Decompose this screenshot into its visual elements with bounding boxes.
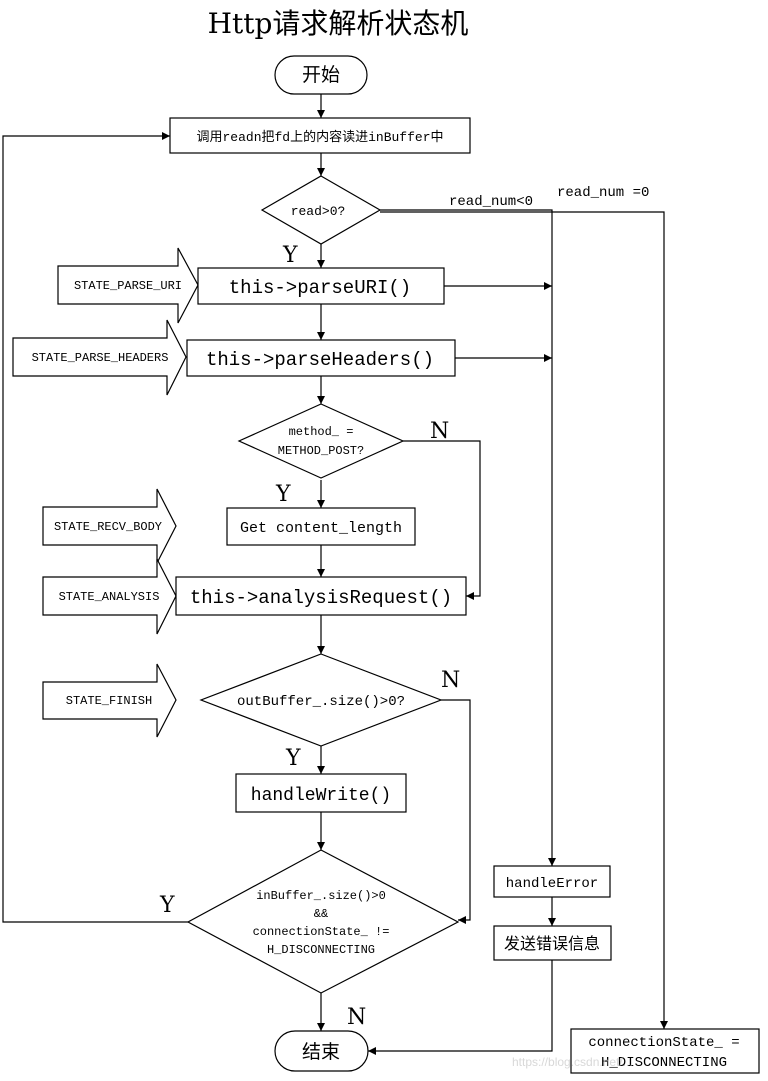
svg-text:调用readn把fd上的内容读进inBuffer中: 调用readn把fd上的内容读进inBuffer中 [196,129,443,145]
end-terminal: 结束 [274,1030,369,1072]
watermark-url: https://blog.csdn.net/... [512,1055,633,1069]
connectors [2,94,668,1055]
start-terminal: 开始 [274,55,368,95]
state-arrow-finish: STATE_FINISH [42,663,177,738]
svg-text:STATE_PARSE_HEADERS: STATE_PARSE_HEADERS [32,351,169,365]
svg-text:H_DISCONNECTING: H_DISCONNECTING [267,943,375,957]
label-read-zero: read_num =0 [557,185,649,201]
label-loop-no: N [347,1005,366,1030]
svg-text:this->parseHeaders(): this->parseHeaders() [206,349,434,371]
svg-text:Get content_length: Get content_length [240,520,402,537]
read-into-buffer-box: 调用readn把fd上的内容读进inBuffer中 [169,117,471,154]
svg-text:开始: 开始 [302,64,340,86]
svg-text:read>0?: read>0? [291,204,346,219]
state-arrow-parse-headers: STATE_PARSE_HEADERS [12,319,187,396]
svg-text:this->parseURI(): this->parseURI() [229,277,411,299]
read-check-diamond: read>0? [260,175,382,245]
svg-text:发送错误信息: 发送错误信息 [504,934,600,953]
svg-text:STATE_RECV_BODY: STATE_RECV_BODY [54,520,162,534]
svg-text:inBuffer_.size()>0: inBuffer_.size()>0 [256,889,386,903]
svg-text:METHOD_POST?: METHOD_POST? [278,444,364,458]
outbuffer-check-diamond: outBuffer_.size()>0? [199,653,443,747]
label-loop-yes: Y [159,893,175,918]
svg-text:&&: && [314,907,328,921]
parse-uri-box: this->parseURI() [197,267,445,305]
svg-text:this->analysisRequest(): this->analysisRequest() [190,587,452,609]
svg-text:结束: 结束 [302,1041,340,1063]
handle-error-box: handleError [493,865,611,898]
label-outbuffer-yes: Y [285,746,301,771]
svg-text:handleError: handleError [506,876,598,892]
state-arrow-recv-body: STATE_RECV_BODY [42,488,177,564]
svg-text:STATE_ANALYSIS: STATE_ANALYSIS [59,590,160,604]
state-arrow-parse-uri: STATE_PARSE_URI [57,247,199,324]
svg-text:handleWrite(): handleWrite() [251,786,391,806]
parse-headers-box: this->parseHeaders() [186,339,456,377]
label-read-negative: read_num<0 [449,194,533,210]
get-content-length-box: Get content_length [226,507,416,546]
handle-write-box: handleWrite() [235,773,407,813]
svg-text:method_ =: method_ = [289,425,354,439]
svg-text:connectionState_ =: connectionState_ = [588,1035,739,1051]
svg-text:STATE_PARSE_URI: STATE_PARSE_URI [74,279,182,293]
diagram-title: Http请求解析状态机 [208,7,469,40]
inbuffer-check-diamond: inBuffer_.size()>0 && connectionState_ !… [186,849,460,994]
svg-text:outBuffer_.size()>0?: outBuffer_.size()>0? [237,694,405,710]
label-read-yes: Y [282,243,298,268]
svg-text:connectionState_ !=: connectionState_ != [253,925,390,939]
label-method-yes: Y [275,482,291,507]
set-disconnecting-box: connectionState_ = H_DISCONNECTING [570,1028,760,1074]
svg-text:H_DISCONNECTING: H_DISCONNECTING [601,1055,727,1071]
send-error-msg-box: 发送错误信息 [493,925,612,961]
label-outbuffer-no: N [441,668,460,693]
svg-text:STATE_FINISH: STATE_FINISH [66,694,152,708]
state-arrow-analysis: STATE_ANALYSIS [42,558,177,635]
method-check-diamond: method_ = METHOD_POST? [237,403,405,479]
analysis-request-box: this->analysisRequest() [175,576,467,616]
label-method-no: N [430,419,449,444]
